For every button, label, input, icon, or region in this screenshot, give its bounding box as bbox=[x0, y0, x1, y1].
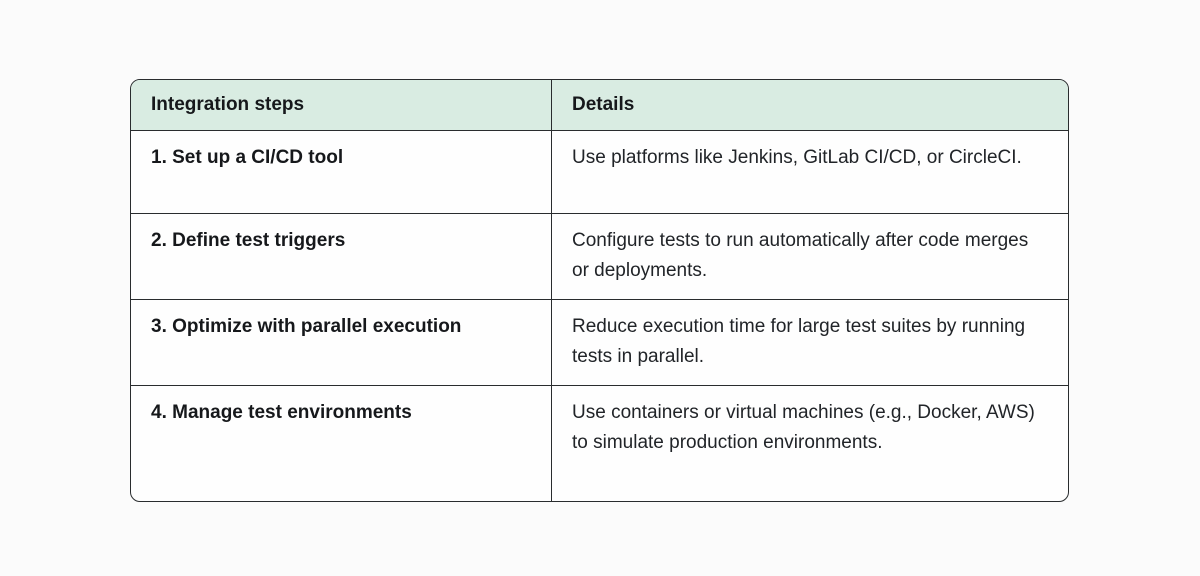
step-cell-4: 4. Manage test environments bbox=[131, 386, 552, 501]
details-cell-3: Reduce execution time for large test sui… bbox=[572, 316, 1026, 367]
details-cell-2: Configure tests to run automatically aft… bbox=[572, 230, 1029, 281]
details-cell-1: Use platforms like Jenkins, GitLab CI/CD… bbox=[572, 147, 1022, 168]
column-header-integration-steps: Integration steps bbox=[131, 80, 552, 130]
table-row-3: 3. Optimize with parallel execution Redu… bbox=[131, 299, 1068, 385]
integration-steps-table: Integration steps Details 1. Set up a CI… bbox=[130, 79, 1069, 502]
table-header-row: Integration steps Details bbox=[131, 80, 1068, 130]
table-row-2: 2. Define test triggers Configure tests … bbox=[131, 213, 1068, 299]
details-cell-4: Use containers or virtual machines (e.g.… bbox=[572, 402, 1035, 453]
column-header-details: Details bbox=[572, 94, 635, 115]
step-cell-1: 1. Set up a CI/CD tool bbox=[131, 131, 552, 213]
table-row-1: 1. Set up a CI/CD tool Use platforms lik… bbox=[131, 130, 1068, 213]
table-row-4: 4. Manage test environments Use containe… bbox=[131, 385, 1068, 501]
step-cell-3: 3. Optimize with parallel execution bbox=[131, 300, 552, 385]
step-cell-2: 2. Define test triggers bbox=[131, 214, 552, 299]
